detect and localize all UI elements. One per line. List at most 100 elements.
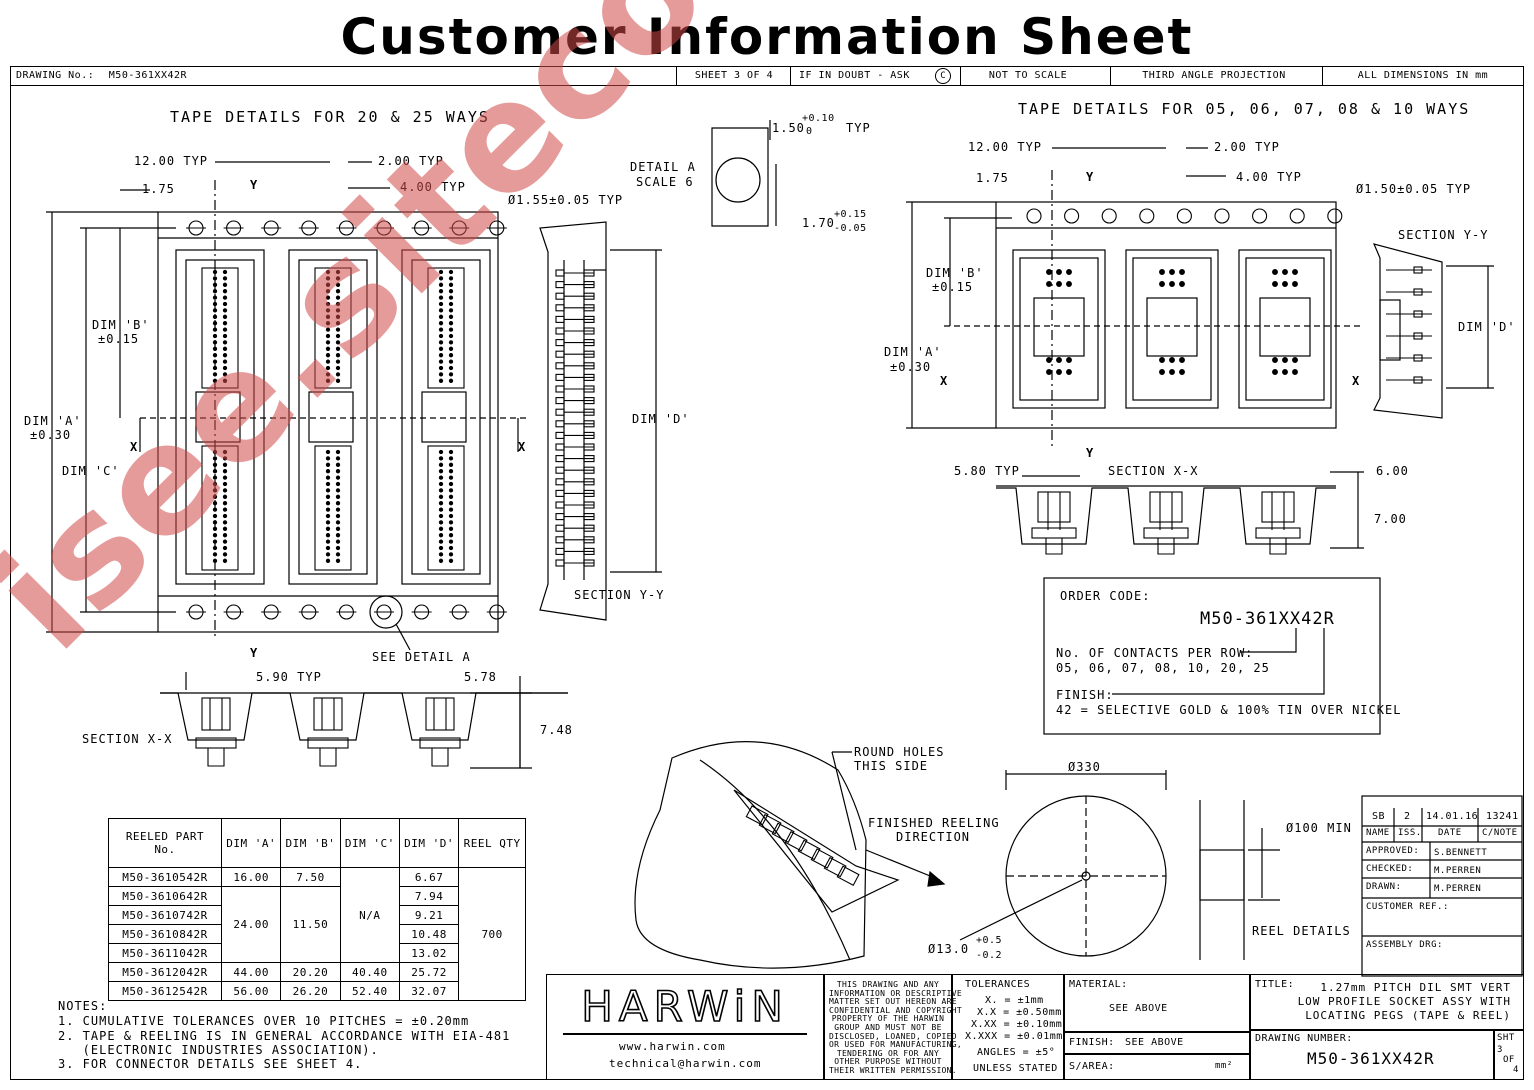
material-value: SEE ABOVE [1109, 1003, 1168, 1014]
approved-value: S.BENNETT [1434, 848, 1488, 858]
header-reel-qty: REEL QTY [458, 818, 526, 868]
contact-dot [222, 488, 228, 493]
contact-dot [212, 539, 218, 544]
contact-dot [222, 552, 228, 557]
contact-dot [335, 359, 341, 364]
reel-pocket [823, 856, 847, 878]
dim-a-cell: 16.00 [220, 867, 282, 887]
pin-foot [583, 315, 595, 323]
contact-dot [212, 558, 218, 563]
pin [555, 304, 565, 312]
contact-dot [448, 501, 454, 506]
table-row: M50-3610542R 16.00 7.50 N/A 6.67 700 [108, 867, 526, 1001]
contact-dot [325, 372, 331, 377]
pin [555, 443, 565, 451]
contact-dot [1169, 369, 1175, 375]
contact-dot [448, 340, 454, 345]
dim-c-cell: 52.40 [339, 981, 400, 1001]
contact-dot [325, 526, 331, 531]
title-line-3: LOCATING PEGS (TAPE & REEL) [1305, 1009, 1511, 1022]
table-row: M50-3610842R 10.48 [108, 924, 526, 944]
contact-dot [448, 558, 454, 563]
title-line-1: 1.27mm PITCH DIL SMT VERT [1320, 981, 1511, 994]
section-connector [201, 697, 231, 731]
contact-dot [1292, 281, 1298, 287]
contact-dot [448, 359, 454, 364]
left-dim-b-tol: ±0.15 [98, 332, 140, 346]
finish-tb-value: SEE ABOVE [1125, 1037, 1184, 1048]
left-pitch-4: 4.00 TYP [400, 180, 466, 194]
contact-dot [438, 314, 444, 319]
dim-a-merged: 24.00 [220, 886, 282, 963]
drawn-value: M.PERREN [1434, 884, 1482, 894]
contact-dot [325, 520, 331, 525]
contact-dot [325, 462, 331, 467]
contact-dot [1179, 269, 1185, 275]
contact-dot [1066, 281, 1072, 287]
contact-dot [1046, 281, 1052, 287]
contact-dot [1292, 269, 1298, 275]
right-pocket-pitch: 5.80 TYP [954, 464, 1020, 478]
contact-dot [448, 282, 454, 287]
tol-xxx: X.XX = ±0.10mm [971, 1019, 1063, 1030]
reel-pocket [771, 822, 795, 843]
contact-row-outline [314, 267, 352, 389]
contact-dot [1292, 357, 1298, 363]
contact-dot [325, 346, 331, 351]
section-connector-base [1143, 527, 1189, 539]
left-y-marker-bottom: Y [250, 646, 259, 660]
email-link[interactable]: technical@harwin.com [609, 1057, 762, 1070]
left-dim-a: DIM 'A' [24, 414, 82, 428]
contact-dot [1169, 281, 1175, 287]
contact-dot [325, 269, 331, 275]
contact-dot [438, 539, 444, 544]
contacts-label: No. OF CONTACTS PER ROW: [1056, 646, 1254, 660]
contact-dot [438, 545, 444, 551]
contact-dot [335, 289, 341, 294]
contact-dot [325, 507, 331, 512]
contact-dot [222, 533, 228, 538]
section-connector-base [419, 737, 461, 749]
contact-dot [448, 372, 454, 377]
pin-foot [583, 443, 595, 451]
right-y-marker-bottom: Y [1086, 446, 1095, 460]
dim-c-merged: N/A [339, 867, 400, 963]
contact-dot [335, 449, 341, 455]
note-2: 2. TAPE & REELING IS IN GENERAL ACCORDAN… [58, 1029, 511, 1043]
contact-dot [1179, 357, 1185, 363]
contact-dot [438, 469, 444, 474]
drawing-number-label: DRAWING NUMBER: [1255, 1033, 1353, 1044]
angles-tol: ANGLES = ±5° [977, 1047, 1056, 1058]
sarea-unit: mm² [1215, 1061, 1233, 1071]
detail-a-edge-minus: -0.05 [834, 223, 867, 234]
contact-dot [1056, 269, 1062, 275]
pin-foot [1413, 332, 1423, 340]
left-hole-dia: Ø1.55±0.05 TYP [508, 193, 624, 207]
left-tape-outline [157, 211, 499, 633]
contact-dot [222, 314, 228, 319]
contact-dot [212, 494, 218, 499]
rev-date-h: DATE [1438, 828, 1462, 838]
pin-foot [583, 431, 595, 439]
page-title: Customer Information Sheet [340, 8, 1194, 66]
web-link[interactable]: www.harwin.com [619, 1040, 726, 1053]
contact-dot [1056, 357, 1062, 363]
contact-dot [448, 545, 454, 551]
rev-name-h: NAME [1366, 828, 1390, 838]
sprocket-hole [1026, 208, 1042, 224]
units-cell: ALL DIMENSIONS IN mm [1322, 66, 1523, 85]
right-section-yy: SECTION Y-Y [1398, 228, 1489, 242]
sprocket-hole [1176, 208, 1192, 224]
pin-foot [1413, 354, 1423, 362]
contact-dot [438, 533, 444, 538]
detail-a-edge-plus: +0.15 [834, 209, 867, 220]
right-pitch-4: 4.00 TYP [1236, 170, 1302, 184]
contact-dot [325, 314, 331, 319]
section-connector [1037, 491, 1071, 523]
contact-dot [325, 488, 331, 493]
contact-dot [448, 308, 454, 313]
contact-dot [335, 526, 341, 531]
contact-dot [1159, 357, 1165, 363]
tol-xx: X.X = ±0.50mm [977, 1007, 1062, 1018]
contact-dot [335, 481, 341, 487]
